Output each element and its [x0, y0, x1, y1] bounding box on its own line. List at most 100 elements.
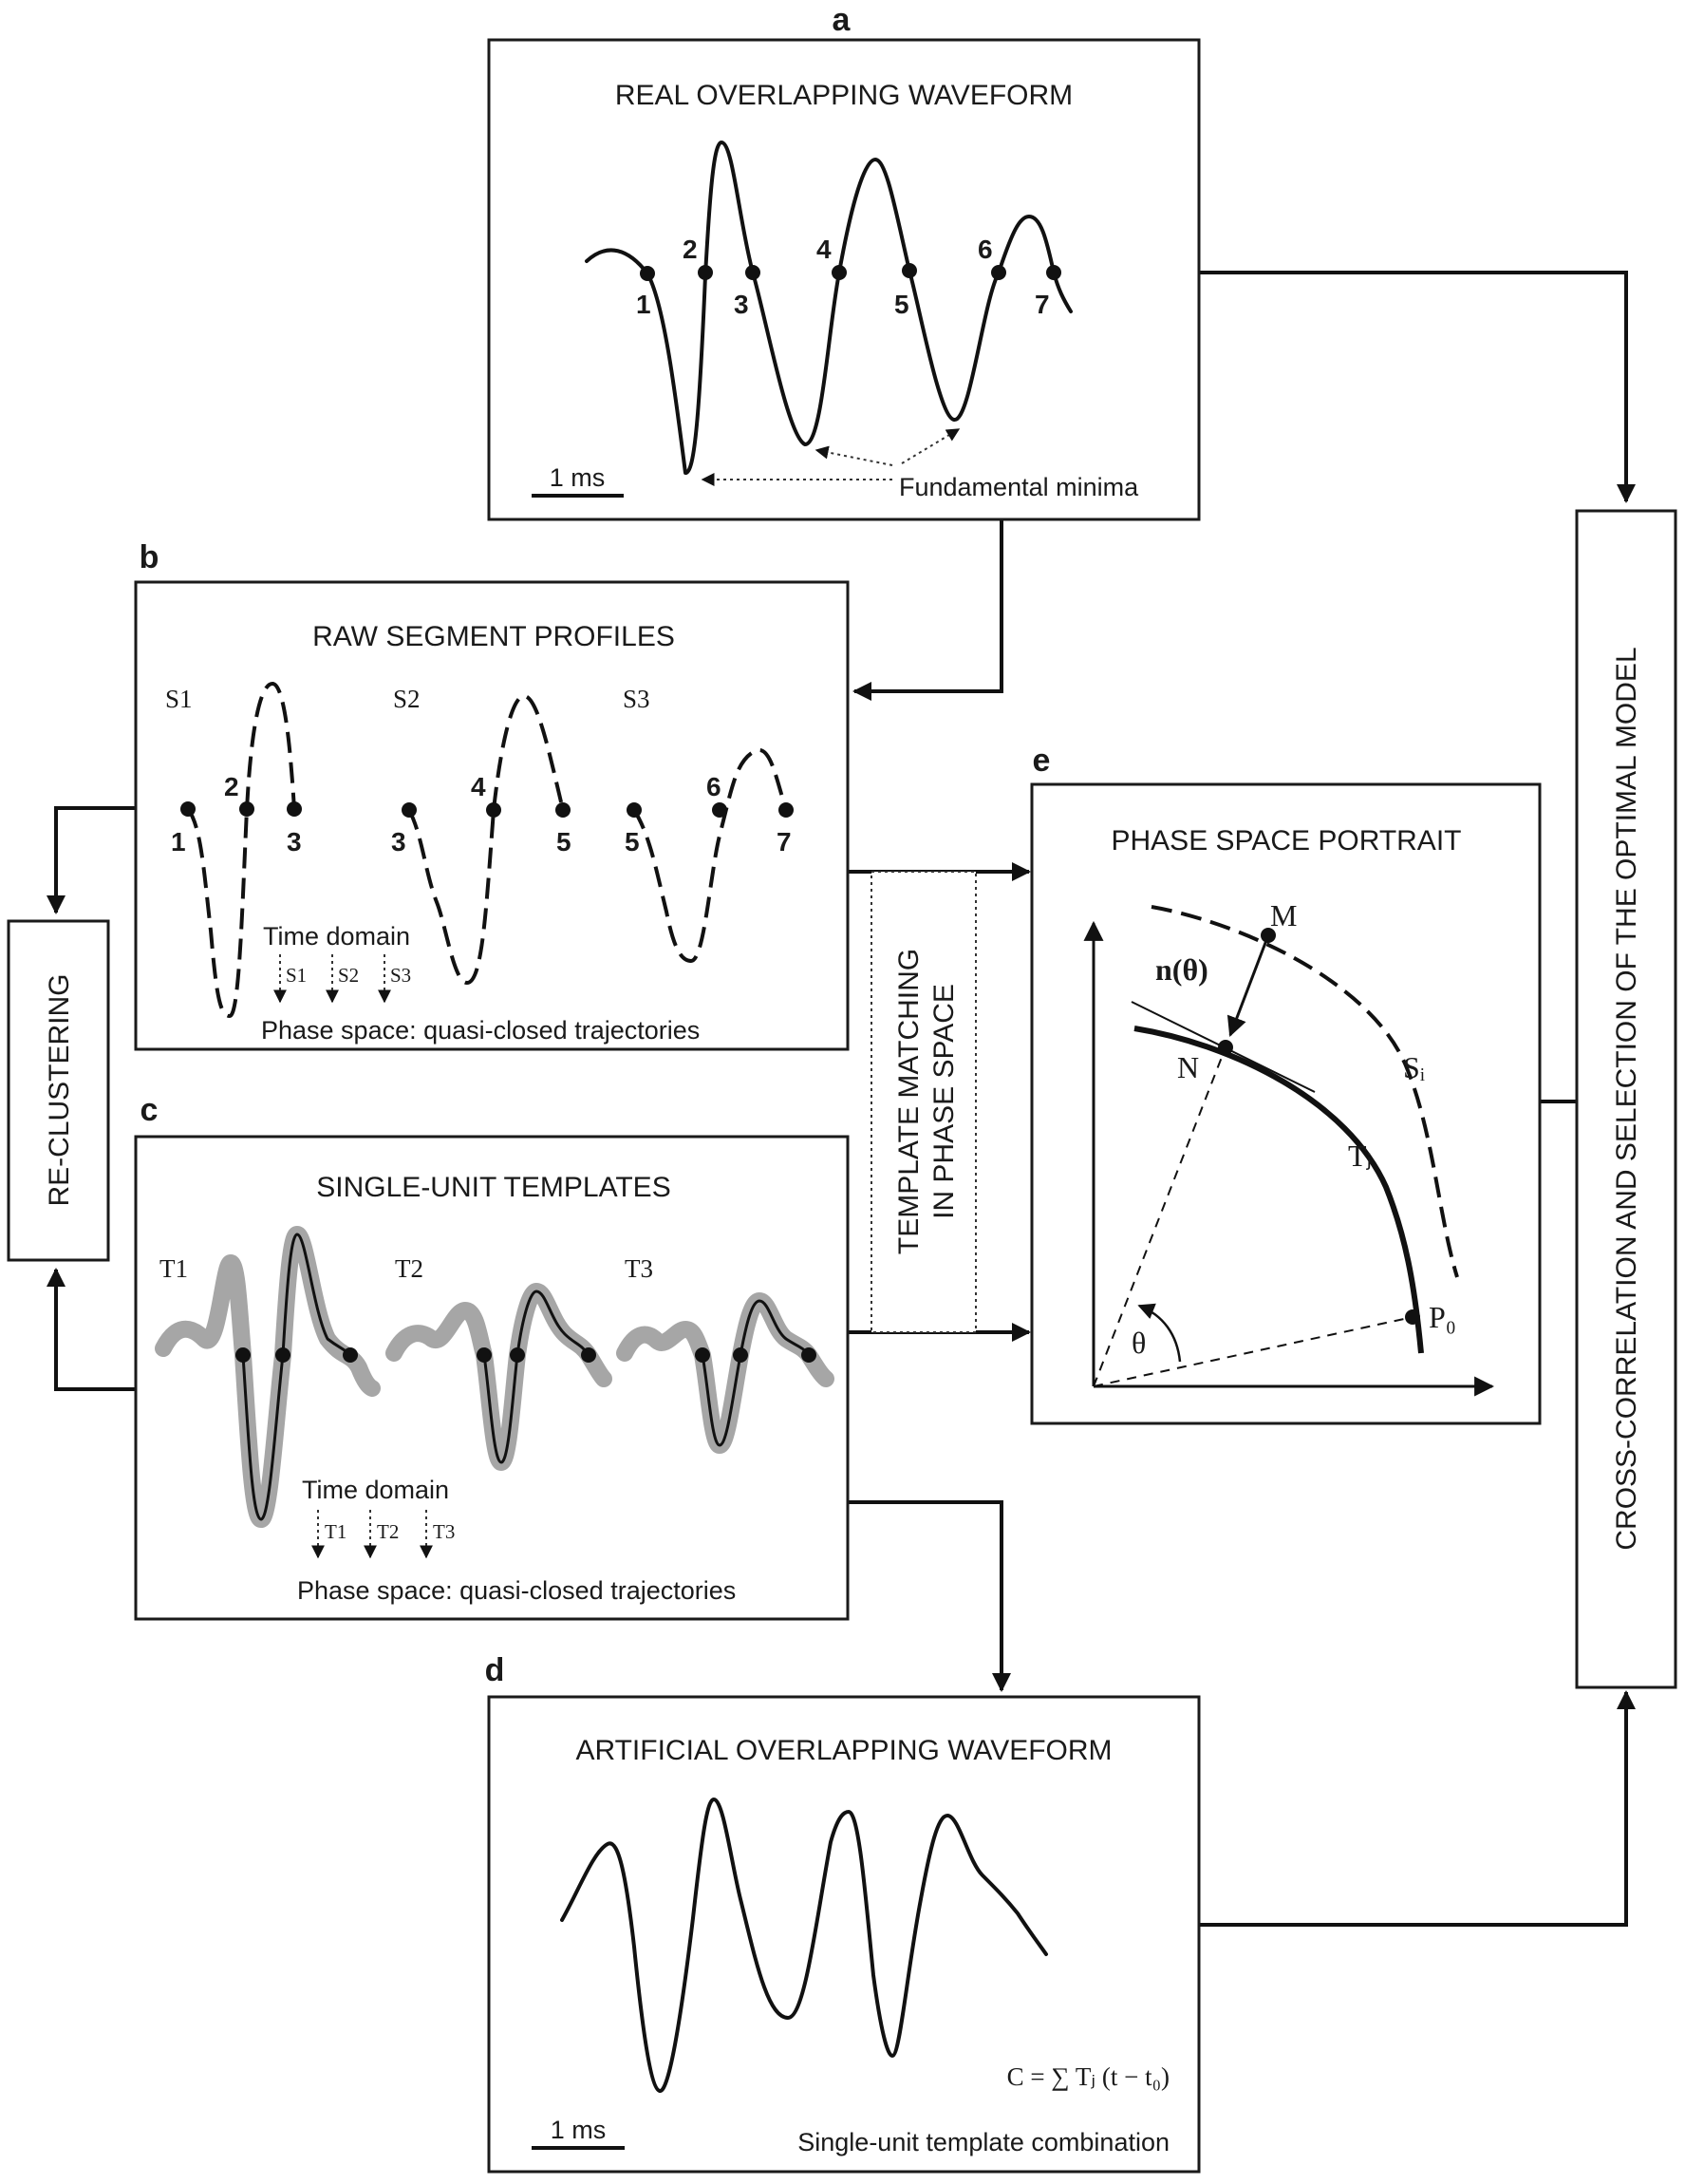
template-label: T1 — [159, 1254, 188, 1283]
time-arrow-label: S2 — [338, 964, 359, 987]
template-matching-line2: IN PHASE SPACE — [928, 984, 960, 1219]
point-marker — [581, 1347, 596, 1363]
label-si: Sᵢ — [1403, 1050, 1425, 1084]
point-marker — [510, 1347, 525, 1363]
panel-c: c SINGLE-UNIT TEMPLATES T1 T2 T3 Time do… — [134, 1092, 850, 1621]
cross-correlation-label: CROSS-CORRELATION AND SELECTION OF THE O… — [1611, 647, 1642, 1550]
point-marker — [698, 265, 713, 280]
template-matching-box — [871, 871, 977, 1333]
panel-d-title: ARTIFICIAL OVERLAPPING WAVEFORM — [575, 1735, 1112, 1766]
point-label: 2 — [683, 235, 698, 264]
arrow-a-to-cross — [1199, 271, 1636, 503]
panel-a-title: REAL OVERLAPPING WAVEFORM — [615, 80, 1073, 111]
reclustering-box — [7, 919, 110, 1262]
label-n: N — [1177, 1050, 1199, 1084]
label-tj: Tⱼ — [1348, 1139, 1372, 1173]
cross-correlation-group: CROSS-CORRELATION AND SELECTION OF THE O… — [1575, 509, 1677, 1689]
point-marker — [235, 1347, 251, 1363]
minima-pointer — [901, 428, 961, 464]
point-marker — [832, 265, 847, 280]
time-domain-label: Time domain — [263, 922, 410, 951]
arrow-a-to-b — [852, 518, 1003, 701]
point-p0 — [1405, 1309, 1420, 1325]
point-marker — [477, 1347, 492, 1363]
waveform-points — [640, 263, 1061, 281]
panel-c-title: SINGLE-UNIT TEMPLATES — [316, 1172, 670, 1203]
label-m: M — [1270, 898, 1297, 932]
scale-label: 1 ms — [551, 2116, 607, 2144]
fundamental-minima-label: Fundamental minima — [899, 473, 1139, 501]
point-marker — [555, 802, 571, 818]
point-label: 7 — [1035, 290, 1050, 319]
template-label: T3 — [625, 1254, 653, 1283]
point-n — [1218, 1040, 1233, 1055]
point-marker — [778, 802, 794, 818]
template-t1-waveform — [241, 1233, 352, 1521]
point-marker — [902, 263, 917, 278]
point-marker — [275, 1347, 290, 1363]
time-arrow-label: S1 — [286, 964, 307, 987]
panel-a: a REAL OVERLAPPING WAVEFORM 1 2 3 4 5 6 … — [487, 2, 1201, 521]
point-marker — [745, 265, 760, 280]
combination-formula: C = ∑ Tⱼ (t − t₀) — [1007, 2062, 1170, 2091]
point-marker — [343, 1347, 358, 1363]
time-arrow-label: T3 — [433, 1520, 455, 1543]
radius-to-p0 — [1093, 1316, 1414, 1387]
reclustering-label: RE-CLUSTERING — [44, 973, 75, 1206]
point-label: 4 — [816, 235, 832, 264]
scale-label: 1 ms — [550, 463, 606, 492]
template-t3-waveform — [701, 1299, 811, 1447]
phase-space-label: Phase space: quasi-closed trajectories — [261, 1016, 700, 1045]
point-label: 5 — [625, 827, 640, 857]
point-marker — [991, 265, 1006, 280]
normal-vector — [1226, 934, 1270, 1037]
panel-a-box — [487, 38, 1201, 521]
segment-s1-profile — [186, 681, 296, 1019]
arrow-c-to-recluster — [47, 1268, 136, 1391]
panel-letter-c: c — [140, 1092, 159, 1128]
panel-letter-e: e — [1033, 743, 1051, 779]
segment-label: S2 — [393, 685, 421, 713]
point-marker — [239, 801, 254, 817]
template-label: T2 — [395, 1254, 423, 1283]
time-arrow-label: T1 — [325, 1520, 346, 1543]
theta-arc — [1137, 1303, 1182, 1363]
point-label: 4 — [471, 772, 486, 801]
point-label: 7 — [777, 827, 792, 857]
label-normal: n(θ) — [1155, 952, 1208, 987]
panel-d: d ARTIFICIAL OVERLAPPING WAVEFORM C = ∑ … — [485, 1652, 1201, 2174]
label-theta: θ — [1132, 1326, 1146, 1360]
template-matching-line1: TEMPLATE MATCHING — [893, 949, 925, 1254]
point-marker — [627, 802, 642, 818]
point-marker — [733, 1347, 748, 1363]
phase-space-label: Phase space: quasi-closed trajectories — [297, 1576, 736, 1605]
point-marker — [695, 1347, 710, 1363]
label-p0: P₀ — [1429, 1300, 1456, 1334]
point-label: 5 — [556, 827, 571, 857]
combination-caption: Single-unit template combination — [797, 2128, 1170, 2156]
point-marker — [402, 802, 417, 818]
panel-letter-d: d — [485, 1652, 505, 1688]
segment-s3-profile — [632, 747, 788, 964]
point-label: 6 — [978, 235, 993, 264]
panel-e: e PHASE SPACE PORTRAIT M N n(θ) Sᵢ Tⱼ P₀… — [1030, 743, 1542, 1425]
point-marker — [712, 802, 727, 818]
point-m — [1261, 928, 1276, 943]
point-label: 3 — [734, 290, 749, 319]
segment-s2-profile — [407, 693, 565, 986]
arrow-d-to-cross — [1199, 1690, 1636, 1927]
panel-e-title: PHASE SPACE PORTRAIT — [1112, 825, 1462, 857]
point-marker — [486, 802, 501, 818]
point-label: 1 — [636, 290, 651, 319]
panel-d-box — [487, 1695, 1201, 2174]
panel-b: b RAW SEGMENT PROFILES S1 S2 S3 1 2 3 3 … — [134, 539, 850, 1051]
time-arrow-label: T2 — [377, 1520, 399, 1543]
reclustering-box-group: RE-CLUSTERING — [7, 919, 110, 1262]
point-label: 3 — [287, 827, 302, 857]
point-label: 6 — [706, 772, 721, 801]
segment-label: S3 — [623, 685, 650, 713]
arrow-b-to-recluster — [47, 806, 136, 914]
time-arrow-label: S3 — [390, 964, 411, 987]
time-domain-label: Time domain — [302, 1476, 449, 1504]
